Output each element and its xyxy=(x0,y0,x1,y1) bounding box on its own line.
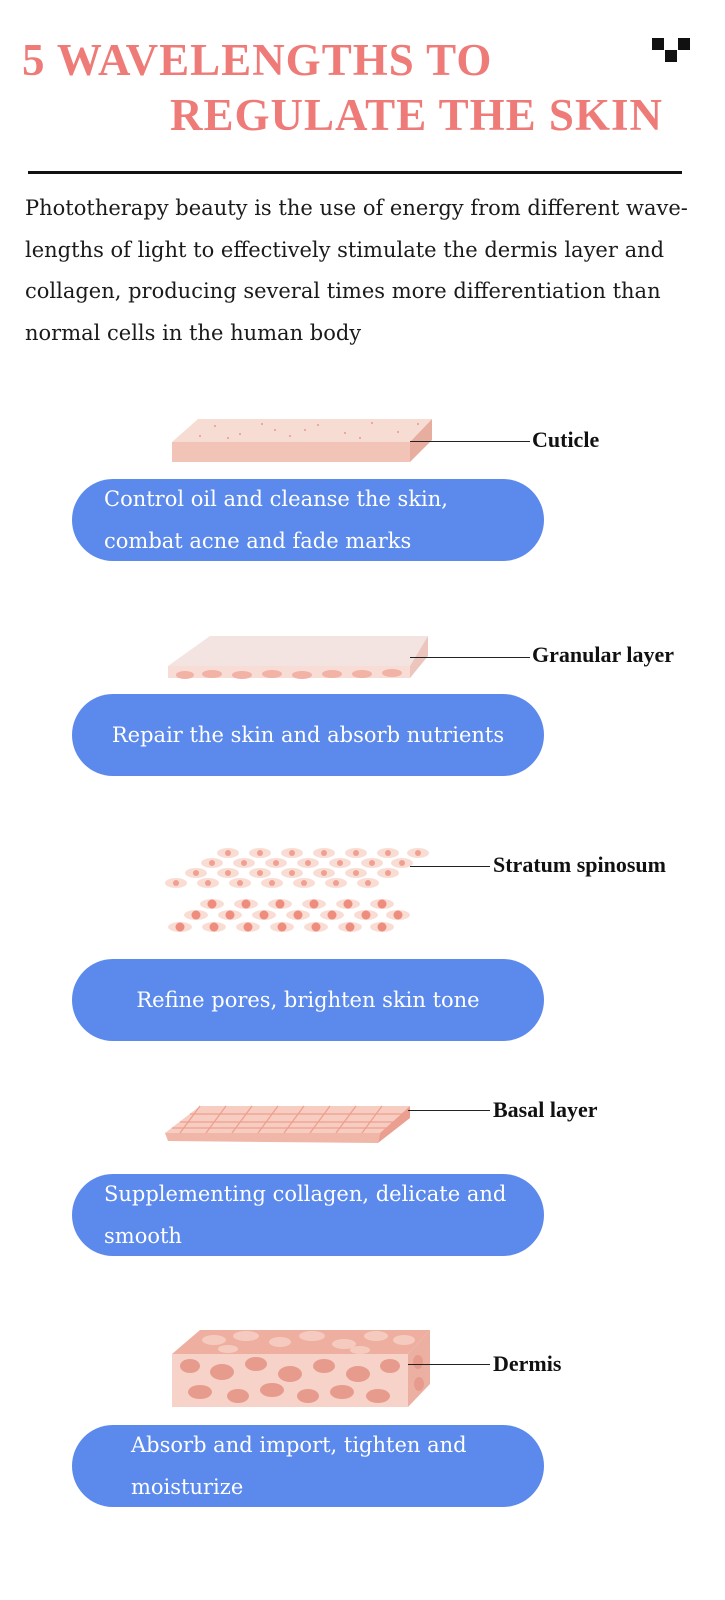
benefit-pill-granular: Repair the skin and absorb nutrients xyxy=(72,694,544,776)
benefit-pill-stratum-spinosum: Refine pores, brighten skin tone xyxy=(72,959,544,1041)
layer-label-granular: Granular layer xyxy=(532,642,674,667)
layer-label-cuticle: Cuticle xyxy=(532,427,600,452)
layer-label-dermis: Dermis xyxy=(493,1351,562,1376)
layer-label-basal: Basal layer xyxy=(493,1097,598,1122)
layer-label-stratum-spinosum: Stratum spinosum xyxy=(493,852,666,877)
basal-layer-icon xyxy=(165,1105,410,1143)
benefit-pill-cuticle: Control oil and cleanse the skin, combat… xyxy=(72,479,544,561)
dermis-leader-line xyxy=(408,1364,490,1365)
intro-paragraph: Phototherapy beauty is the use of energy… xyxy=(25,196,688,345)
granular-layer-icon xyxy=(168,636,428,679)
dermis-layer-icon xyxy=(172,1330,430,1407)
benefit-pill-dermis: Absorb and import, tighten and moisturiz… xyxy=(72,1425,544,1507)
checker-logo-icon xyxy=(652,38,690,62)
benefit-text-cuticle: Control oil and cleanse the skin, combat… xyxy=(104,487,448,553)
benefit-pill-basal: Supplementing collagen, delicate and smo… xyxy=(72,1174,544,1256)
title-divider xyxy=(28,171,682,174)
cuticle-leader-line xyxy=(410,441,530,442)
page-title-line-1: 5 WAVELENGTHS TO xyxy=(22,35,493,85)
granular-leader-line xyxy=(410,657,530,658)
spinosum-leader-line xyxy=(410,866,490,867)
basal-leader-line xyxy=(408,1110,490,1111)
benefit-text-dermis: Absorb and import, tighten and moisturiz… xyxy=(131,1433,467,1499)
benefit-text-basal: Supplementing collagen, delicate and smo… xyxy=(104,1182,507,1248)
benefit-text-granular: Repair the skin and absorb nutrients xyxy=(111,723,505,747)
page-title-line-2: REGULATE THE SKIN xyxy=(170,90,663,140)
cuticle-layer-icon xyxy=(172,419,432,462)
benefit-text-stratum-spinosum: Refine pores, brighten skin tone xyxy=(136,988,480,1012)
stratum-spinosum-icon xyxy=(165,848,429,932)
